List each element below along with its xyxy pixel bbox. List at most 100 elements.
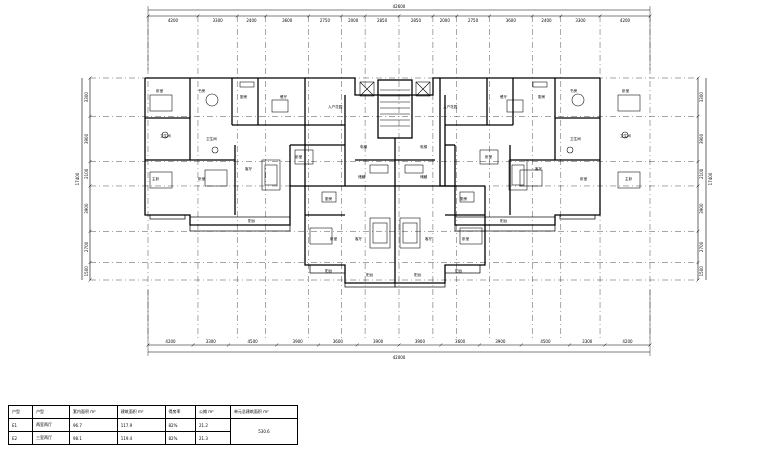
bottom-segment-dimension-2: 3300 [206, 339, 217, 344]
room-label-storage-2: 储藏 [420, 174, 428, 179]
top-segment-dimension-6: 2000 [348, 18, 359, 23]
left-segment-dimension-2: 3900 [84, 133, 89, 144]
room-label-bedroom-6: 卧室 [622, 88, 630, 93]
table-header-cell: 套内面积 m² [68, 405, 118, 419]
top-segment-dimension-10: 2750 [468, 18, 479, 23]
top-segment-dimension-11: 3600 [506, 18, 517, 23]
table-cell: 21.3 [195, 431, 231, 445]
room-label-dining-1: 餐厅 [280, 94, 288, 99]
table-row: E1 两室两厅 96.7 117.9 82% 21.2 530.6 [7, 418, 299, 445]
table-cell: 82% [164, 418, 197, 432]
room-label-elevator-1: 电梯 [360, 144, 368, 149]
room-label-living-4: 客厅 [535, 166, 543, 171]
left-segment-dimension-6: 1500 [84, 266, 89, 277]
right-segment-dimension-6: 1500 [699, 266, 704, 277]
room-label-living-1: 客厅 [245, 166, 253, 171]
bottom-segment-dimension-3: 4500 [247, 339, 258, 344]
table-cell: 两室两厅 [32, 418, 70, 432]
bottom-segment-dimension-11: 3300 [582, 339, 593, 344]
room-label-balcony-4: 阳台 [325, 268, 333, 273]
room-label-living-2: 客厅 [355, 236, 363, 241]
left-total-dimension: 17400 [75, 172, 80, 185]
table-cell: 21.2 [195, 418, 231, 432]
room-label-dining-2: 餐厅 [500, 94, 508, 99]
right-segment-dimension-4: 3900 [699, 203, 704, 214]
bottom-segment-dimension-12: 4200 [622, 339, 633, 344]
room-label-master-1: 主卧 [152, 176, 160, 181]
bottom-segment-dimension-1: 4200 [165, 339, 176, 344]
room-label-kitchen-3: 厨房 [460, 196, 468, 201]
room-label-bath-4: 卫生间 [570, 136, 581, 141]
bottom-segment-dimension-8: 3600 [455, 339, 466, 344]
top-segment-dimension-4: 3600 [282, 18, 293, 23]
table-cell: 117.9 [116, 418, 166, 432]
room-label-balcony-1: 阳台 [248, 218, 256, 223]
table-header-cell: 得房率 [164, 405, 197, 419]
room-label-bedroom-5: 卧室 [462, 236, 470, 241]
top-segment-dimension-12: 2400 [541, 18, 552, 23]
top-segment-dimension-8: 2850 [411, 18, 422, 23]
left-segment-dimension-3: 2100 [84, 168, 89, 179]
axis-grid [90, 16, 698, 340]
room-label-balcony-3: 阳台 [414, 272, 422, 277]
right-segment-dimension-2: 3900 [699, 133, 704, 144]
room-label-storage-1: 储藏 [358, 174, 366, 179]
table-cell: 98.1 [68, 431, 118, 445]
area-schedule-table: 户型 户型 套内面积 m² 建筑面积 m² 得房率 公摊 m² 单元总建筑面积 … [7, 405, 299, 445]
room-label-kitchen-4: 厨房 [538, 94, 546, 99]
table-header-cell: 公摊 m² [195, 405, 231, 419]
table-header-cell: 建筑面积 m² [116, 405, 166, 419]
room-label-balcony-5: 阳台 [455, 268, 463, 273]
room-label-bedroom-8: 卧室 [485, 154, 493, 159]
balconies [149, 214, 596, 288]
bottom-segment-dimension-5: 3600 [333, 339, 344, 344]
room-label-bedroom-3: 卧室 [295, 154, 303, 159]
room-label-lobby-1: 入户花园 [328, 104, 343, 109]
table-cell: 119.4 [116, 431, 166, 445]
room-label-kitchen-1: 厨房 [240, 94, 248, 99]
top-segment-dimension-13: 3300 [575, 18, 586, 23]
bottom-segment-dimension-7: 3900 [415, 339, 426, 344]
room-label-balcony-6: 阳台 [500, 218, 508, 223]
bottom-segment-dimension-10: 4500 [540, 339, 551, 344]
room-label-living-3: 客厅 [425, 236, 433, 241]
room-label-master-2: 主卧 [625, 176, 633, 181]
table-header-cell: 户型 [32, 405, 70, 419]
right-segment-dimension-3: 2100 [699, 168, 704, 179]
room-label-balcony-2: 阳台 [366, 272, 374, 277]
table-cell: 96.7 [68, 418, 118, 432]
room-label-bedroom-4: 卧室 [330, 236, 338, 241]
top-segment-dimension-7: 2850 [377, 18, 388, 23]
room-label-bath-1: 卫生间 [160, 133, 171, 138]
left-segment-dimension-4: 3900 [84, 203, 89, 214]
bottom-segment-dimension-9: 3900 [495, 339, 506, 344]
table-cell: E2 [7, 431, 34, 445]
bottom-segment-dimension-4: 3900 [293, 339, 304, 344]
table-cell: E1 [7, 418, 34, 432]
left-segment-dimension-1: 3300 [84, 92, 89, 103]
room-label-bath-3: 卫生间 [620, 133, 631, 138]
top-segment-dimension-5: 2750 [320, 18, 331, 23]
bottom-segment-dimension-6: 3900 [373, 339, 384, 344]
bottom-total-dimension: 42000 [393, 355, 406, 360]
room-label-bedroom-1: 卧室 [156, 88, 164, 93]
building-walls [144, 77, 601, 284]
room-label-bath-2: 卫生间 [206, 136, 217, 141]
room-label-kitchen-2: 厨房 [325, 196, 333, 201]
top-segment-dimension-3: 2400 [246, 18, 257, 23]
table-cell: 82% [164, 431, 197, 445]
top-total-dimension: 42600 [393, 4, 406, 9]
right-total-dimension: 17400 [708, 172, 713, 185]
right-segment-dimension-1: 3300 [699, 92, 704, 103]
room-label-elevator-2: 电梯 [420, 144, 428, 149]
left-segment-dimension-5: 2700 [84, 241, 89, 252]
table-row: E2 三室两厅 98.1 119.4 82% 21.3 [7, 431, 298, 445]
top-segment-dimension-9: 2000 [440, 18, 451, 23]
furniture [149, 81, 641, 249]
room-label-study-1: 书房 [198, 88, 206, 93]
table-header-cell: 户型 [7, 405, 34, 419]
right-segment-dimension-5: 2700 [699, 241, 704, 252]
top-segment-dimension-14: 4200 [620, 18, 631, 23]
room-label-study-2: 书房 [570, 88, 578, 93]
room-label-bedroom-7: 卧室 [580, 176, 588, 181]
